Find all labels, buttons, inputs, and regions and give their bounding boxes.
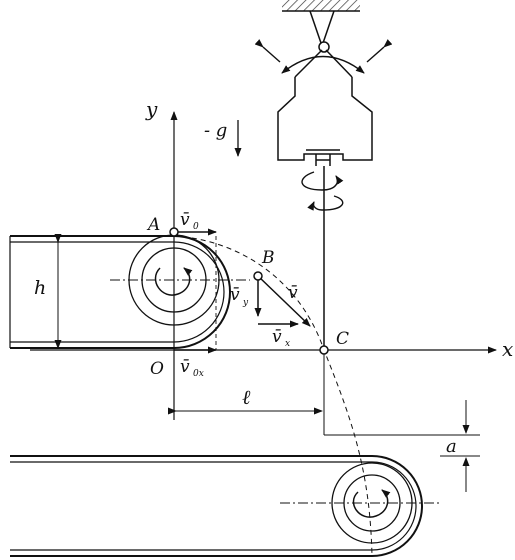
ceiling-mount xyxy=(282,0,360,12)
point-O-label: O xyxy=(150,359,164,379)
point-B-marker xyxy=(253,271,263,281)
gravity-label: - g xyxy=(204,120,227,141)
lower-conveyor xyxy=(10,455,440,557)
point-A-marker xyxy=(169,227,179,237)
gap-dimension xyxy=(324,400,480,492)
x-axis-label: x xyxy=(502,337,513,361)
v0x-label: v̄ xyxy=(180,357,190,377)
swing-arrows xyxy=(254,39,393,74)
length-label: ℓ xyxy=(242,385,251,409)
upper-roller-rotation-arrow xyxy=(154,267,193,296)
grabber-mechanism xyxy=(277,10,373,350)
trajectory-curve xyxy=(173,235,373,557)
vx-label: v̄ xyxy=(272,327,282,347)
v0x-subscript: 0x xyxy=(193,369,204,379)
height-label: h xyxy=(34,277,46,299)
v0-subscript: 0 xyxy=(193,222,199,232)
vy-subscript: y xyxy=(242,298,249,308)
v0-label: v̄ xyxy=(180,210,190,230)
vx-subscript: x xyxy=(285,339,290,349)
point-C-label: C xyxy=(336,329,349,349)
length-dimension xyxy=(168,350,325,435)
gap-label: a xyxy=(446,436,457,457)
point-B-label: B xyxy=(261,248,275,268)
y-axis-label: y xyxy=(145,97,158,121)
v-label: v̄ xyxy=(288,283,298,303)
point-C-marker xyxy=(319,345,329,355)
shaft-rotation-arrows xyxy=(301,171,344,211)
vy-label: v̄ xyxy=(230,285,240,305)
velocity-triangle-at-B xyxy=(254,275,311,328)
point-A-label: A xyxy=(146,215,160,235)
